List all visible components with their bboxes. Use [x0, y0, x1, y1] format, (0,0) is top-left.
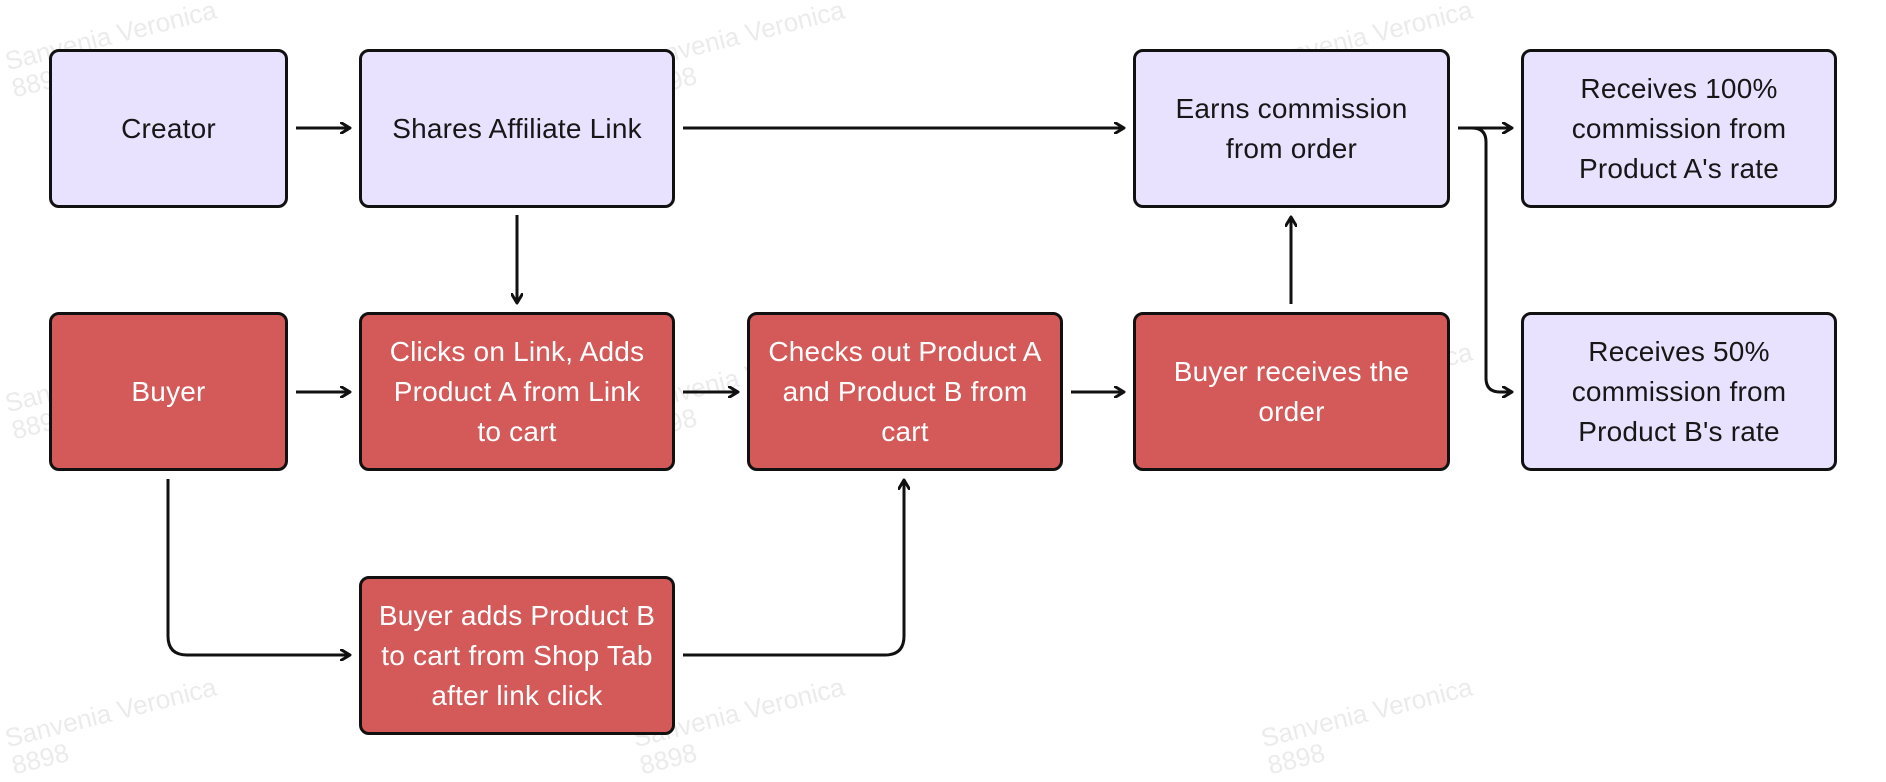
node-receives-100-commission: Receives 100% commission from Product A'… [1521, 49, 1837, 208]
node-buyer: Buyer [49, 312, 288, 471]
arrow-buyer-to-adds-product-b [166, 479, 350, 655]
node-checks-out-products-label: Checks out Product A and Product B from … [768, 335, 1042, 447]
node-clicks-on-link-label: Clicks on Link, Adds Product A from Link… [389, 335, 645, 447]
node-creator: Creator [49, 49, 288, 208]
node-buyer-label: Buyer [131, 375, 206, 407]
node-shares-affiliate-link-label: Shares Affiliate Link [392, 112, 642, 144]
node-buyer-adds-product-b: Buyer adds Product B to cart from Shop T… [359, 576, 675, 735]
node-receives-100-commission-label: Receives 100% commission from Product A'… [1571, 72, 1787, 184]
node-receives-50-commission: Receives 50% commission from Product B's… [1521, 312, 1837, 471]
node-earns-commission-label: Earns commission from order [1175, 92, 1408, 164]
node-buyer-receives-order-label: Buyer receives the order [1173, 355, 1410, 427]
arrow-earns-to-receives-50 [1458, 126, 1512, 392]
node-receives-50-commission-label: Receives 50% commission from Product B's… [1571, 335, 1787, 447]
node-checks-out-products: Checks out Product A and Product B from … [747, 312, 1063, 471]
node-creator-label: Creator [121, 112, 216, 144]
arrow-adds-product-b-to-checks [683, 480, 904, 657]
node-clicks-on-link: Clicks on Link, Adds Product A from Link… [359, 312, 675, 471]
node-buyer-adds-product-b-label: Buyer adds Product B to cart from Shop T… [378, 599, 656, 711]
node-buyer-receives-order: Buyer receives the order [1133, 312, 1450, 471]
node-earns-commission: Earns commission from order [1133, 49, 1450, 208]
node-shares-affiliate-link: Shares Affiliate Link [359, 49, 675, 208]
